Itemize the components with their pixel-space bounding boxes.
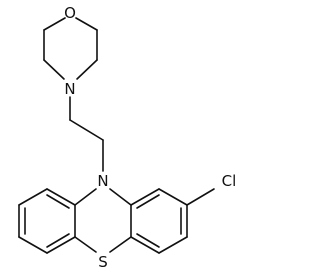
bond <box>130 188 160 206</box>
left-benzene-ring <box>18 188 76 254</box>
double-bond-inner <box>136 194 160 209</box>
bond <box>46 188 76 206</box>
morpholine-nitrogen-label: N <box>64 80 75 98</box>
bond <box>43 17 66 31</box>
bond <box>130 236 160 254</box>
bond <box>74 188 97 206</box>
bond <box>75 17 98 31</box>
bond <box>76 59 98 80</box>
thiazine-ring <box>74 188 132 253</box>
bond <box>109 188 132 206</box>
bond <box>69 119 104 141</box>
oxygen-atom-label: O <box>64 4 76 22</box>
bond <box>158 236 188 254</box>
sulfur-atom-label: S <box>98 253 108 271</box>
bond <box>18 236 48 254</box>
chlorine-bond <box>186 188 215 206</box>
ethyl-linker <box>69 96 104 172</box>
bond <box>46 236 76 254</box>
bond <box>158 188 188 206</box>
bond <box>109 236 132 253</box>
right-benzene-ring <box>130 188 188 254</box>
chlorine-atom-label: Cl <box>222 172 237 190</box>
bond <box>18 188 48 206</box>
ring-nitrogen-label: N <box>97 172 108 190</box>
morpholine-ring <box>43 17 98 80</box>
bond <box>74 236 97 253</box>
chemical-structure: O N N S Cl <box>18 4 237 271</box>
bond <box>43 59 65 80</box>
double-bond-inner <box>46 233 70 248</box>
double-bond-inner <box>46 194 70 209</box>
double-bond-inner <box>136 233 160 248</box>
